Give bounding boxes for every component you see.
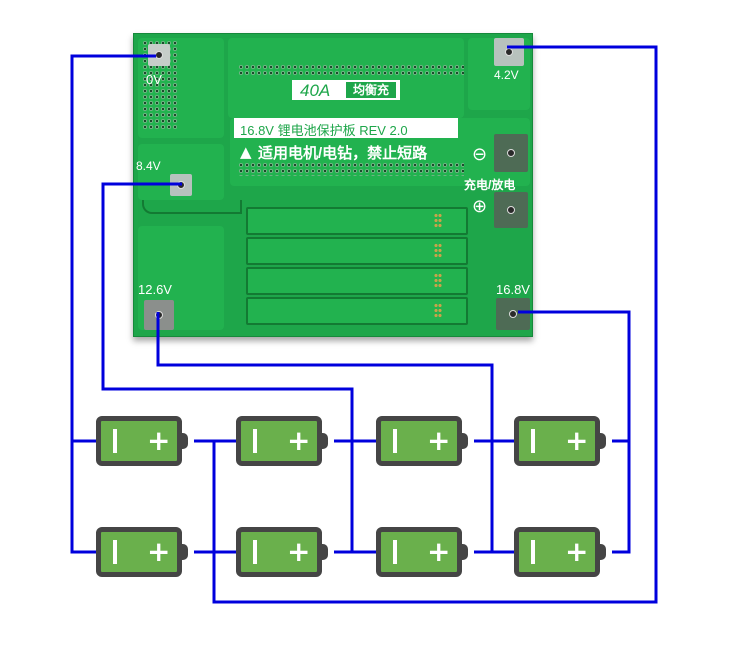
minus-terminal-icon xyxy=(393,540,397,564)
minus-terminal-icon xyxy=(531,540,535,564)
terminal-label-0v: 0V xyxy=(146,72,162,87)
battery-cell: + xyxy=(376,416,468,466)
battery-cell: + xyxy=(236,527,328,577)
battery-nub xyxy=(599,433,606,449)
board-title: 16.8V 锂电池保护板 REV 2.0 xyxy=(240,123,408,138)
battery-cell: + xyxy=(514,416,606,466)
plus-symbol-icon: ⊕ xyxy=(472,196,488,217)
via-row-bottom xyxy=(238,162,464,176)
terminal-label-12.6v: 12.6V xyxy=(138,282,172,297)
balance-strip-4 xyxy=(246,297,468,325)
balance-strip-3 xyxy=(246,267,468,295)
plus-terminal-icon: + xyxy=(147,535,171,568)
current-rating-box: 40A 均衡充 xyxy=(292,80,400,100)
plus-terminal-icon: + xyxy=(427,535,451,568)
pad-positive-output xyxy=(494,192,528,228)
pad-negative-output xyxy=(494,134,528,172)
plus-terminal-icon: + xyxy=(287,535,311,568)
minus-terminal-icon xyxy=(393,429,397,453)
terminal-label-16.8v: 16.8V xyxy=(496,282,530,297)
board-title-box: 16.8V 锂电池保护板 REV 2.0 xyxy=(234,118,458,138)
minus-symbol-icon: ⊖ xyxy=(472,144,488,165)
minus-terminal-icon xyxy=(253,540,257,564)
warning-triangle-icon: ▲ xyxy=(240,143,252,161)
minus-terminal-icon xyxy=(253,429,257,453)
pad-16.8v xyxy=(496,298,530,330)
battery-cell: + xyxy=(376,527,468,577)
plus-terminal-icon: + xyxy=(427,424,451,457)
battery-nub xyxy=(599,544,606,560)
charge-discharge-label: 充电/放电 xyxy=(464,178,516,192)
plus-terminal-icon: + xyxy=(565,535,589,568)
balance-strip-2 xyxy=(246,237,468,265)
balance-label: 均衡充 xyxy=(346,82,396,98)
bms-protection-board: 0V 8.4V 12.6V 40A 均衡充 16.8V 锂电池保护板 REV 2… xyxy=(133,33,533,337)
plus-terminal-icon: + xyxy=(565,424,589,457)
via-row-top xyxy=(238,64,464,76)
wire-0v-bottom xyxy=(70,441,96,554)
wire-0v xyxy=(70,54,156,443)
minus-terminal-icon xyxy=(113,429,117,453)
battery-nub xyxy=(181,433,188,449)
terminal-label-4.2v: 4.2V xyxy=(494,68,519,82)
battery-nub xyxy=(461,544,468,560)
battery-cell: + xyxy=(514,527,606,577)
current-rating: 40A xyxy=(300,81,331,100)
zone-center xyxy=(228,38,464,118)
balance-strip-1 xyxy=(246,207,468,235)
battery-cell: + xyxy=(96,416,188,466)
wire-4.2v xyxy=(212,45,658,604)
plus-terminal-icon: + xyxy=(147,424,171,457)
battery-cell: + xyxy=(236,416,328,466)
wire-12.6v xyxy=(156,312,494,552)
battery-nub xyxy=(321,544,328,560)
warning-text: 适用电机/电钻，禁止短路 xyxy=(258,145,428,162)
wire-8.4v xyxy=(101,182,354,552)
minus-terminal-icon xyxy=(531,429,535,453)
pcb-trace-left xyxy=(142,200,242,214)
pad-4.2v xyxy=(494,38,524,66)
minus-terminal-icon xyxy=(113,540,117,564)
battery-nub xyxy=(181,544,188,560)
wire-16.8v xyxy=(518,310,631,554)
terminal-label-8.4v: 8.4V xyxy=(136,159,161,173)
battery-nub xyxy=(461,433,468,449)
plus-terminal-icon: + xyxy=(287,424,311,457)
battery-nub xyxy=(321,433,328,449)
battery-cell: + xyxy=(96,527,188,577)
